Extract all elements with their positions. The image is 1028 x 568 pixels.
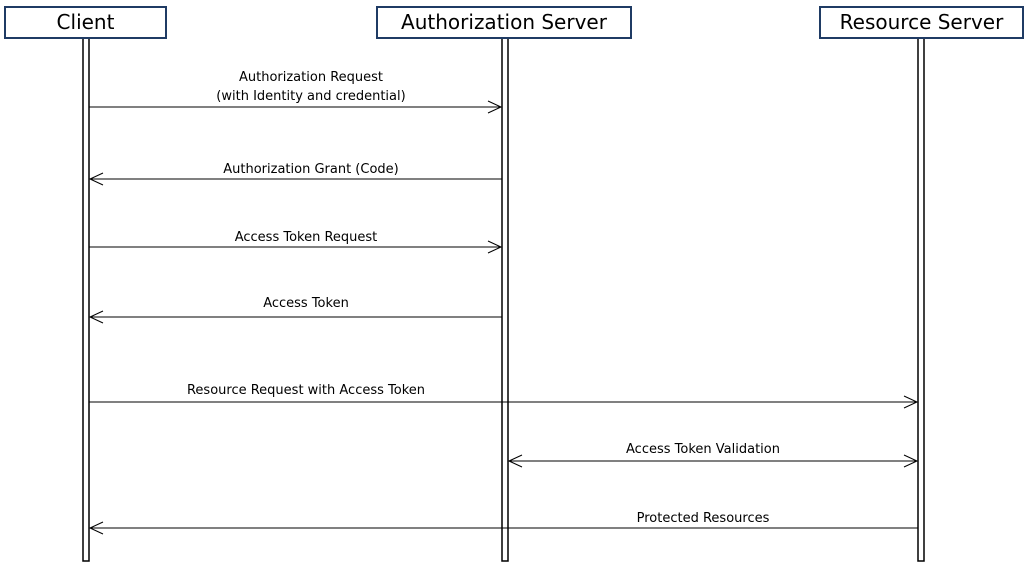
arrowhead-right-icon: [487, 240, 503, 254]
arrowhead-right-icon: [903, 454, 919, 468]
message-access-token-request: Access Token Request: [89, 230, 503, 254]
message-authorization-grant-label: Authorization Grant (Code): [223, 162, 398, 177]
message-resource-request-label: Resource Request with Access Token: [187, 383, 425, 398]
actor-authorization-server-box: [376, 6, 632, 39]
actor-resource-server-box: [819, 6, 1024, 39]
actor-authorization-server: Authorization Server: [376, 6, 632, 39]
client-lifeline: [82, 37, 90, 562]
actor-client: Client: [4, 6, 167, 39]
auth-server-lifeline: [501, 37, 509, 562]
actor-resource-server: Resource Server: [819, 6, 1024, 39]
arrowhead-right-icon: [487, 100, 503, 114]
message-protected-resources: Protected Resources: [88, 511, 918, 535]
resource-server-lifeline: [917, 37, 925, 562]
actor-resource-server-label: Resource Server: [840, 10, 1004, 34]
message-access-token: Access Token: [88, 296, 502, 324]
actor-authorization-server-label: Authorization Server: [401, 10, 608, 34]
arrowhead-right-icon: [903, 395, 919, 409]
arrowhead-left-icon: [88, 310, 104, 324]
arrowhead-left-icon: [88, 521, 104, 535]
message-authorization-request-sublabel: (with Identity and credential): [216, 89, 405, 104]
message-resource-request: Resource Request with Access Token: [89, 383, 919, 409]
actor-client-box: [4, 6, 167, 39]
message-access-token-label: Access Token: [263, 296, 349, 311]
message-authorization-request-label: Authorization Request: [239, 70, 383, 85]
message-authorization-request: Authorization Request (with Identity and…: [89, 70, 503, 114]
message-access-token-validation-label: Access Token Validation: [626, 442, 780, 457]
message-access-token-validation: Access Token Validation: [507, 442, 919, 468]
message-protected-resources-label: Protected Resources: [637, 511, 770, 526]
message-authorization-grant: Authorization Grant (Code): [88, 162, 502, 186]
arrowhead-left-icon: [88, 172, 104, 186]
actor-client-label: Client: [57, 10, 115, 34]
message-access-token-request-label: Access Token Request: [235, 230, 378, 245]
arrowhead-left-icon: [507, 454, 523, 468]
